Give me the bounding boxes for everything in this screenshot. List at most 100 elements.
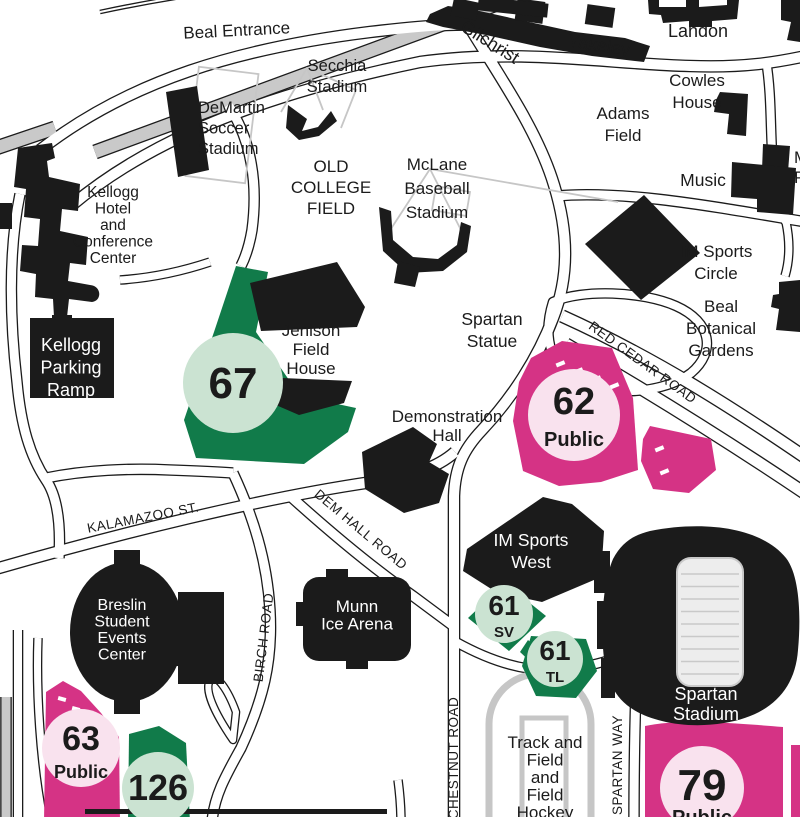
label-kellogg-hotel-line-2: and	[100, 217, 126, 234]
label-beal-entrance-line-0: Beal Entrance	[183, 18, 291, 43]
road-north-branch	[224, 102, 259, 269]
label-music-line-0: Music	[680, 170, 726, 190]
building-demartin-stands	[166, 86, 209, 177]
label-breslin-line-1: Student	[94, 614, 150, 631]
building-mclane-stands	[379, 207, 471, 273]
building-munn	[303, 577, 411, 661]
lot-63-badge-circle	[42, 709, 120, 787]
building-demonstration-hall	[362, 427, 449, 513]
label-munn-line-0: Munn	[336, 597, 379, 616]
label-kellogg-hotel-line-4: Center	[90, 250, 137, 267]
building-breslin-east	[178, 592, 224, 684]
lot-63-number: 63	[62, 720, 100, 758]
lot-126-number: 126	[128, 767, 188, 808]
lot-79-sublabel: Public	[672, 807, 732, 817]
label-spartan-stadium-line-0: Spartan	[674, 684, 737, 704]
label-kellogg-ramp-line-2: Ramp	[47, 380, 95, 400]
lot-126-badge: 126	[122, 752, 194, 817]
mclane-field-lines	[382, 168, 619, 242]
label-secchia-stadium-line-1: Stadium	[307, 78, 368, 96]
building-munn-knob-2	[346, 659, 368, 669]
lot-61-tl-number: 61	[539, 635, 570, 666]
label-beal-botanical-line-1: Botanical	[686, 319, 756, 338]
label-track-field-line-2: and	[531, 768, 559, 787]
secchia-field-lines	[280, 66, 358, 129]
road-kellogg-west	[6, 193, 64, 559]
label-spartan-statue-line-1: Statue	[467, 331, 518, 351]
label-spartan-way: SPARTAN WAY	[610, 715, 625, 815]
label-landon-line-0: Landon	[668, 21, 728, 41]
label-old-college-field-line-0: OLD	[314, 157, 349, 176]
building-munn-knob-3	[296, 602, 306, 626]
road-red-cedar-a	[559, 310, 800, 461]
lot-79-badge-circle	[660, 746, 744, 817]
label-im-sports-circle-line-1: Circle	[694, 264, 737, 283]
lot-62-number: 62	[553, 381, 595, 423]
lot-61-sv-number: 61	[488, 590, 519, 621]
building-cowles-house	[714, 92, 748, 136]
label-mclane-line-2: Stadium	[406, 203, 468, 222]
label-track-field-line-0: Track and	[508, 733, 583, 752]
spartan-stadium-yard-lines	[681, 573, 739, 675]
label-demartin-line-1: Soccer	[198, 120, 250, 138]
lot-61-tl-sublabel: TL	[546, 669, 564, 686]
building-dorm-wing-4	[477, 0, 549, 18]
label-adams-field-line-1: Field	[605, 126, 642, 145]
label-im-sports-west-line-0: IM Sports	[494, 530, 569, 550]
road-edge-top	[99, 0, 169, 13]
label-music: Music	[680, 170, 726, 190]
building-left-edge	[0, 203, 12, 229]
road-gray-left-stub	[0, 122, 58, 154]
label-breslin-line-0: Breslin	[98, 597, 147, 614]
road-kellogg-stub	[119, 258, 212, 284]
lot-61-sv-sublabel: SV	[494, 624, 514, 641]
road-circle-drive	[449, 25, 571, 817]
label-kellogg-hotel-line-3: Conference	[73, 234, 153, 251]
road-edge-bottom	[85, 809, 387, 814]
building-im-sports-circle	[585, 195, 700, 300]
building-breslin-knob-bottom	[114, 700, 140, 714]
road-birch	[208, 471, 275, 817]
building-kellogg-ramp	[30, 318, 114, 398]
label-demartin-line-2: Stadium	[198, 140, 259, 158]
label-spartan-stadium-line-1: Stadium	[673, 704, 739, 724]
building-jenison-north	[250, 262, 365, 331]
building-beal-gardens-edge	[771, 280, 800, 332]
label-demonstration-hall-line-0: Demonstration	[392, 407, 503, 426]
building-breslin-connector	[166, 618, 182, 666]
label-adams-field-line-0: Adams	[597, 104, 650, 123]
label-landon: Landon	[668, 21, 728, 41]
building-music-annex	[762, 144, 790, 172]
building-mclane-stands-2	[394, 261, 420, 287]
building-kellogg-hotel	[14, 143, 100, 317]
building-secchia-stands	[286, 105, 337, 140]
label-mclane-line-0: McLane	[407, 155, 467, 174]
building-top-right-hall	[781, 0, 800, 42]
building-breslin-knob-top	[114, 550, 140, 564]
road-bottom-mid	[394, 779, 405, 817]
label-cowles-house-line-1: House	[672, 93, 721, 112]
lot-67-badge: 67	[183, 333, 283, 433]
label-beal-entrance: Beal Entrance	[183, 18, 291, 43]
label-old-college-field-line-2: FIELD	[307, 199, 355, 218]
building-stadium-wing-1	[594, 551, 610, 593]
label-demartin-line-0: DeMartin	[198, 99, 265, 117]
lot-79-badge: 79Public	[660, 746, 744, 817]
lot-62-area-east	[641, 426, 716, 493]
